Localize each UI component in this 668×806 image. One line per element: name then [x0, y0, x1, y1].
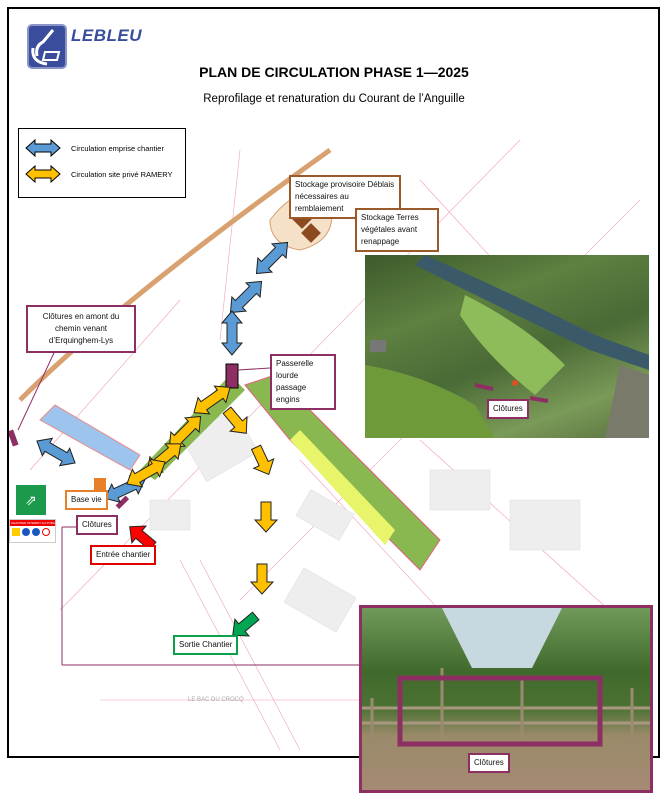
logo-text: LEBLEU	[71, 26, 142, 45]
no-entry-icon	[22, 528, 30, 536]
cloture-marker	[115, 495, 130, 510]
page-frame	[7, 7, 660, 758]
red-arrow-icon	[129, 525, 157, 551]
blue-double-arrow-icon	[229, 280, 263, 314]
legend-label: Circulation emprise chantier	[71, 143, 164, 153]
blue-double-arrow-icon	[255, 241, 289, 275]
yellow-zone	[290, 430, 395, 545]
legend-item-ramery: Circulation site privé RAMERY	[25, 165, 173, 183]
label-passerelle: Passerelle lourde passage engins	[270, 354, 336, 410]
yellow-double-arrow-icon	[168, 415, 202, 449]
cloture-marker	[9, 429, 19, 447]
label-stockage-terres: Stockage Terres végétales avant renappag…	[355, 208, 439, 252]
yellow-arrow-icon	[249, 563, 275, 595]
legend: Circulation emprise chantier Circulation…	[18, 128, 186, 198]
label-stockage-deblais: Stockage provisoire Déblais nécessaires …	[289, 175, 401, 219]
legend-item-emprise: Circulation emprise chantier	[25, 139, 164, 157]
helmet-icon	[32, 528, 40, 536]
aerial-photo: Clôtures	[365, 255, 649, 438]
page-subtitle: Reprofilage et renaturation du Courant d…	[203, 93, 465, 105]
aerial-image	[365, 255, 649, 438]
pond-area	[39, 404, 141, 471]
embankment-path	[18, 147, 332, 402]
street-name: LE BAC DU CROCQ	[188, 697, 244, 703]
yellow-arrow-icon	[250, 444, 275, 476]
yellow-double-arrow-icon	[126, 458, 166, 488]
yellow-arrow-icon	[253, 501, 279, 533]
safety-icons	[10, 526, 55, 538]
fence-image	[362, 608, 650, 748]
base-vie-marker	[94, 478, 106, 490]
passerelle-marker	[225, 363, 239, 389]
sign-banner: CHANTIER INTERDIT AU PUBLIC	[10, 520, 55, 526]
yellow-arrow-icon	[222, 406, 248, 434]
page-title: PLAN DE CIRCULATION PHASE 1—2025	[199, 64, 469, 80]
site-plan-map	[9, 140, 641, 751]
label-sortie-chantier: Sortie Chantier	[173, 635, 239, 655]
excavator-logo-icon	[27, 24, 67, 69]
assembly-point-icon: ⇗	[16, 485, 46, 515]
blue-double-arrow-icon	[36, 437, 76, 467]
label-clotures-photo: Clôtures	[468, 753, 510, 773]
label-base-vie: Base vie	[65, 490, 108, 510]
label-clotures: Clôtures	[76, 515, 118, 535]
yellow-double-arrow-icon	[193, 385, 231, 415]
blue-double-arrow-icon	[220, 310, 244, 356]
terres-storage-marker	[301, 223, 321, 243]
assembly-point-sign: ⇗ CHANTIER INTERDIT AU PUBLIC	[9, 485, 56, 545]
legend-label: Circulation site privé RAMERY	[71, 169, 173, 179]
blue-double-arrow-icon	[25, 139, 61, 157]
label-clotures-amont: Clôtures en amont du chemin venant d’Erq…	[26, 305, 136, 353]
green-arrow-icon	[232, 611, 260, 637]
label-clotures-aerial: Clôtures	[487, 399, 529, 419]
yellow-double-arrow-icon	[25, 165, 61, 183]
prohibited-icon	[42, 528, 50, 536]
fence-photo: Clôtures	[359, 605, 653, 793]
lebleu-logo: LEBLEU	[27, 24, 147, 70]
warning-icon	[12, 528, 20, 536]
label-entree-chantier: Entrée chantier	[90, 545, 157, 565]
